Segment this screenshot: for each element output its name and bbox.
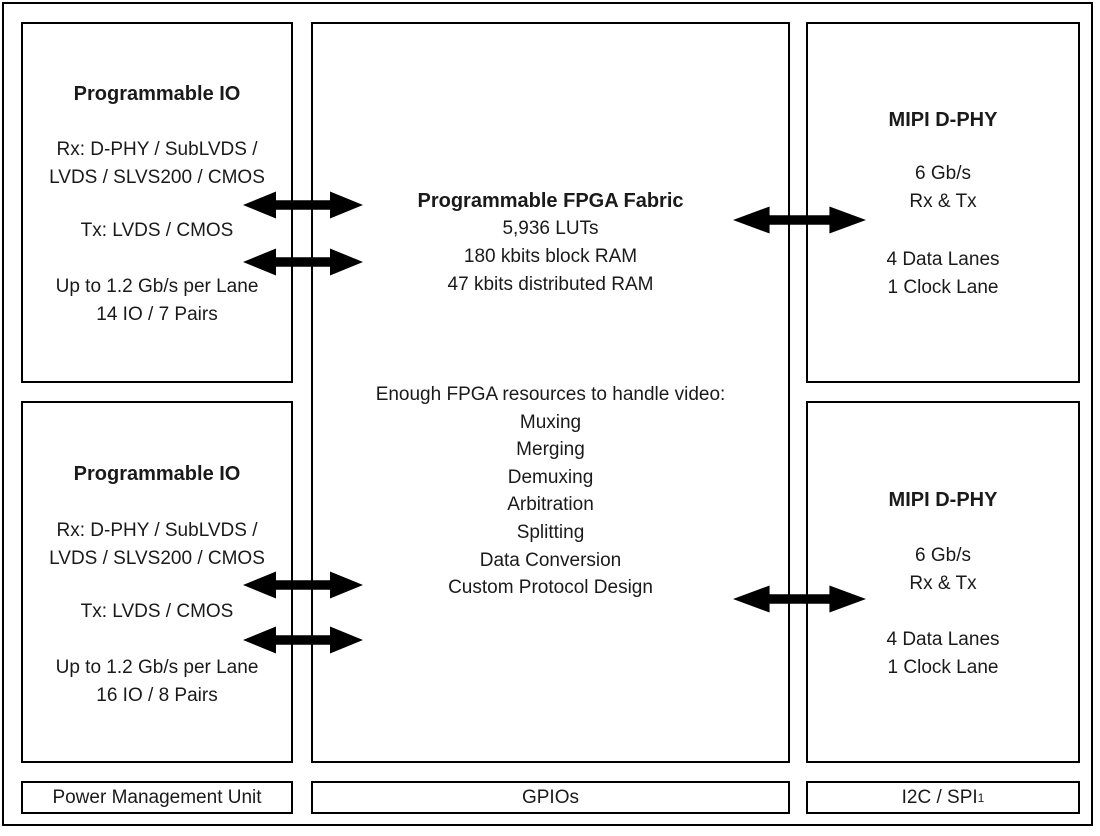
resource-item: Demuxing bbox=[507, 466, 594, 488]
mipi-dphy-top-block: MIPI D-PHY 6 Gb/s Rx & Tx 4 Data Lanes 1… bbox=[806, 22, 1080, 383]
io-pairs: 16 IO / 8 Pairs bbox=[96, 685, 218, 706]
programmable-io-bottom-block: Programmable IO Rx: D-PHY / SubLVDS / LV… bbox=[21, 401, 293, 763]
block-title: Programmable IO bbox=[73, 463, 241, 485]
footnote-marker: 1 bbox=[977, 790, 985, 805]
rx-modes-line1: Rx: D-PHY / SubLVDS / bbox=[56, 139, 258, 160]
video-resources-list: Enough FPGA resources to handle video: M… bbox=[313, 381, 788, 602]
resource-item: Arbitration bbox=[507, 494, 594, 516]
rx-tx: Rx & Tx bbox=[909, 573, 977, 594]
bidirectional-arrow-icon bbox=[243, 626, 363, 654]
phy-speed: 6 Gb/s bbox=[915, 163, 971, 184]
data-lanes: 4 Data Lanes bbox=[886, 249, 1000, 270]
lane-speed: Up to 1.2 Gb/s per Lane bbox=[55, 657, 259, 678]
block-ram-size: 180 kbits block RAM bbox=[463, 246, 638, 267]
bidirectional-arrow-icon bbox=[733, 206, 866, 234]
resource-item: Muxing bbox=[519, 411, 582, 433]
rx-tx: Rx & Tx bbox=[909, 191, 977, 212]
tx-modes: Tx: LVDS / CMOS bbox=[80, 601, 234, 622]
data-lanes: 4 Data Lanes bbox=[886, 629, 1000, 650]
luts-count: 5,936 LUTs bbox=[502, 218, 599, 239]
rx-modes-line2: LVDS / SLVS200 / CMOS bbox=[49, 167, 265, 188]
bidirectional-arrow-icon bbox=[733, 585, 866, 613]
rx-modes-line1: Rx: D-PHY / SubLVDS / bbox=[56, 520, 258, 541]
resource-item: Splitting bbox=[516, 521, 585, 543]
gpios-block: GPIOs bbox=[311, 781, 790, 814]
fpga-fabric-block: Programmable FPGA Fabric 5,936 LUTs 180 … bbox=[311, 22, 790, 763]
rx-modes-line2: LVDS / SLVS200 / CMOS bbox=[49, 548, 265, 569]
pmu-label: Power Management Unit bbox=[52, 786, 262, 808]
clock-lane: 1 Clock Lane bbox=[887, 657, 999, 678]
block-title: Programmable FPGA Fabric bbox=[417, 190, 684, 212]
resource-item: Merging bbox=[516, 439, 585, 461]
io-pairs: 14 IO / 7 Pairs bbox=[96, 304, 218, 325]
clock-lane: 1 Clock Lane bbox=[887, 277, 999, 298]
resource-item: Data Conversion bbox=[479, 549, 622, 571]
mipi-dphy-bottom-block: MIPI D-PHY 6 Gb/s Rx & Tx 4 Data Lanes 1… bbox=[806, 401, 1080, 763]
bidirectional-arrow-icon bbox=[243, 571, 363, 599]
block-title: MIPI D-PHY bbox=[888, 109, 998, 131]
programmable-io-top-block: Programmable IO Rx: D-PHY / SubLVDS / LV… bbox=[21, 22, 293, 383]
dist-ram-size: 47 kbits distributed RAM bbox=[447, 274, 654, 295]
lane-speed: Up to 1.2 Gb/s per Lane bbox=[55, 276, 259, 297]
resource-item: Custom Protocol Design bbox=[448, 577, 653, 599]
tx-modes: Tx: LVDS / CMOS bbox=[80, 220, 234, 241]
gpio-label: GPIOs bbox=[521, 786, 579, 808]
resources-heading: Enough FPGA resources to handle video: bbox=[375, 384, 726, 405]
power-management-unit-block: Power Management Unit bbox=[21, 781, 293, 814]
block-title: MIPI D-PHY bbox=[888, 489, 998, 511]
bidirectional-arrow-icon bbox=[243, 248, 363, 276]
block-title: Programmable IO bbox=[73, 83, 241, 105]
i2c-spi-label: I2C / SPI bbox=[901, 786, 978, 808]
bidirectional-arrow-icon bbox=[243, 191, 363, 219]
phy-speed: 6 Gb/s bbox=[915, 545, 971, 566]
chip-boundary bbox=[2, 2, 1093, 826]
